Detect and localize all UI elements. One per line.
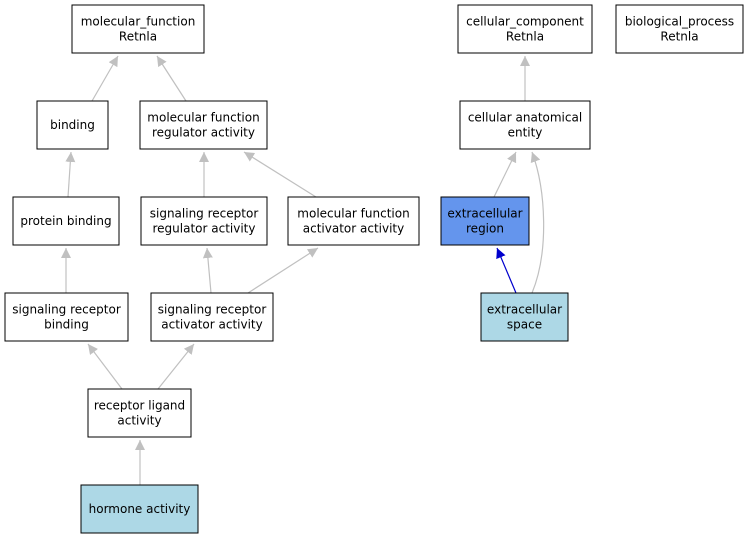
node-label-line: receptor ligand (94, 399, 185, 413)
edge-receptor-ligand-to-sr-activator (157, 343, 195, 390)
node-label-line: entity (508, 126, 543, 140)
edge-binding-to-mf-root (91, 55, 119, 102)
node-box (150, 292, 274, 342)
node-box (139, 100, 268, 150)
node-box (140, 196, 268, 246)
node-label-line: cellular anatomical (468, 111, 582, 125)
node-label-line: regulator activity (152, 126, 255, 140)
node-box (457, 4, 593, 54)
node-label-line: regulator activity (153, 222, 256, 236)
node-label-line: signaling receptor (158, 303, 267, 317)
node-label-line: space (507, 318, 542, 332)
node-label-line: hormone activity (89, 502, 191, 516)
node-box (287, 196, 420, 246)
node-label-line: binding (50, 118, 95, 132)
node-label-line: activator activity (161, 318, 262, 332)
edge-protein-binding-to-binding (65, 151, 76, 198)
node-label-line: molecular_function (81, 15, 196, 29)
node-box (440, 196, 530, 246)
node-label-line: Retnla (506, 30, 544, 44)
edges-layer (61, 55, 545, 485)
node-box (71, 4, 205, 54)
edge-receptor-ligand-to-sr-binding (87, 343, 123, 390)
node-label-line: signaling receptor (150, 207, 259, 221)
edge-sr-activator-to-sr-regulator (202, 247, 213, 294)
edge-ec-region-to-cae (493, 151, 517, 198)
node-label-line: binding (44, 318, 89, 332)
node-box (4, 292, 129, 342)
edge-sr-activator-to-mf-activator (247, 247, 319, 294)
node-protein-binding[interactable]: protein binding (12, 196, 120, 246)
node-box (36, 100, 109, 150)
node-label-line: activity (117, 414, 161, 428)
nodes-layer: molecular_functionRetnlabindingmolecular… (4, 4, 744, 534)
edge-mf-activator-to-mf-regulator (243, 151, 317, 198)
node-binding[interactable]: binding (36, 100, 109, 150)
edge-mf-regulator-to-mf-root (156, 55, 187, 102)
node-label-line: cellular_component (466, 15, 584, 29)
node-label-line: molecular function (297, 207, 409, 221)
node-label-line: signaling receptor (12, 303, 121, 317)
node-box (80, 484, 199, 534)
node-box (480, 292, 569, 342)
node-label-line: extracellular (447, 207, 522, 221)
node-label-line: biological_process (625, 15, 734, 29)
node-hormone[interactable]: hormone activity (80, 484, 199, 534)
node-label-line: protein binding (20, 214, 111, 228)
node-box (12, 196, 120, 246)
node-box (87, 388, 192, 438)
node-label-line: region (466, 222, 504, 236)
node-label-line: Retnla (119, 30, 157, 44)
edge-ec-space-to-ec-region (496, 247, 517, 294)
node-box (459, 100, 591, 150)
node-label-line: activator activity (303, 222, 404, 236)
node-label-line: extracellular (487, 303, 562, 317)
node-label-line: molecular function (147, 111, 259, 125)
node-box (615, 4, 744, 54)
node-label-line: Retnla (660, 30, 698, 44)
edge-ec-space-to-cae (530, 151, 545, 294)
